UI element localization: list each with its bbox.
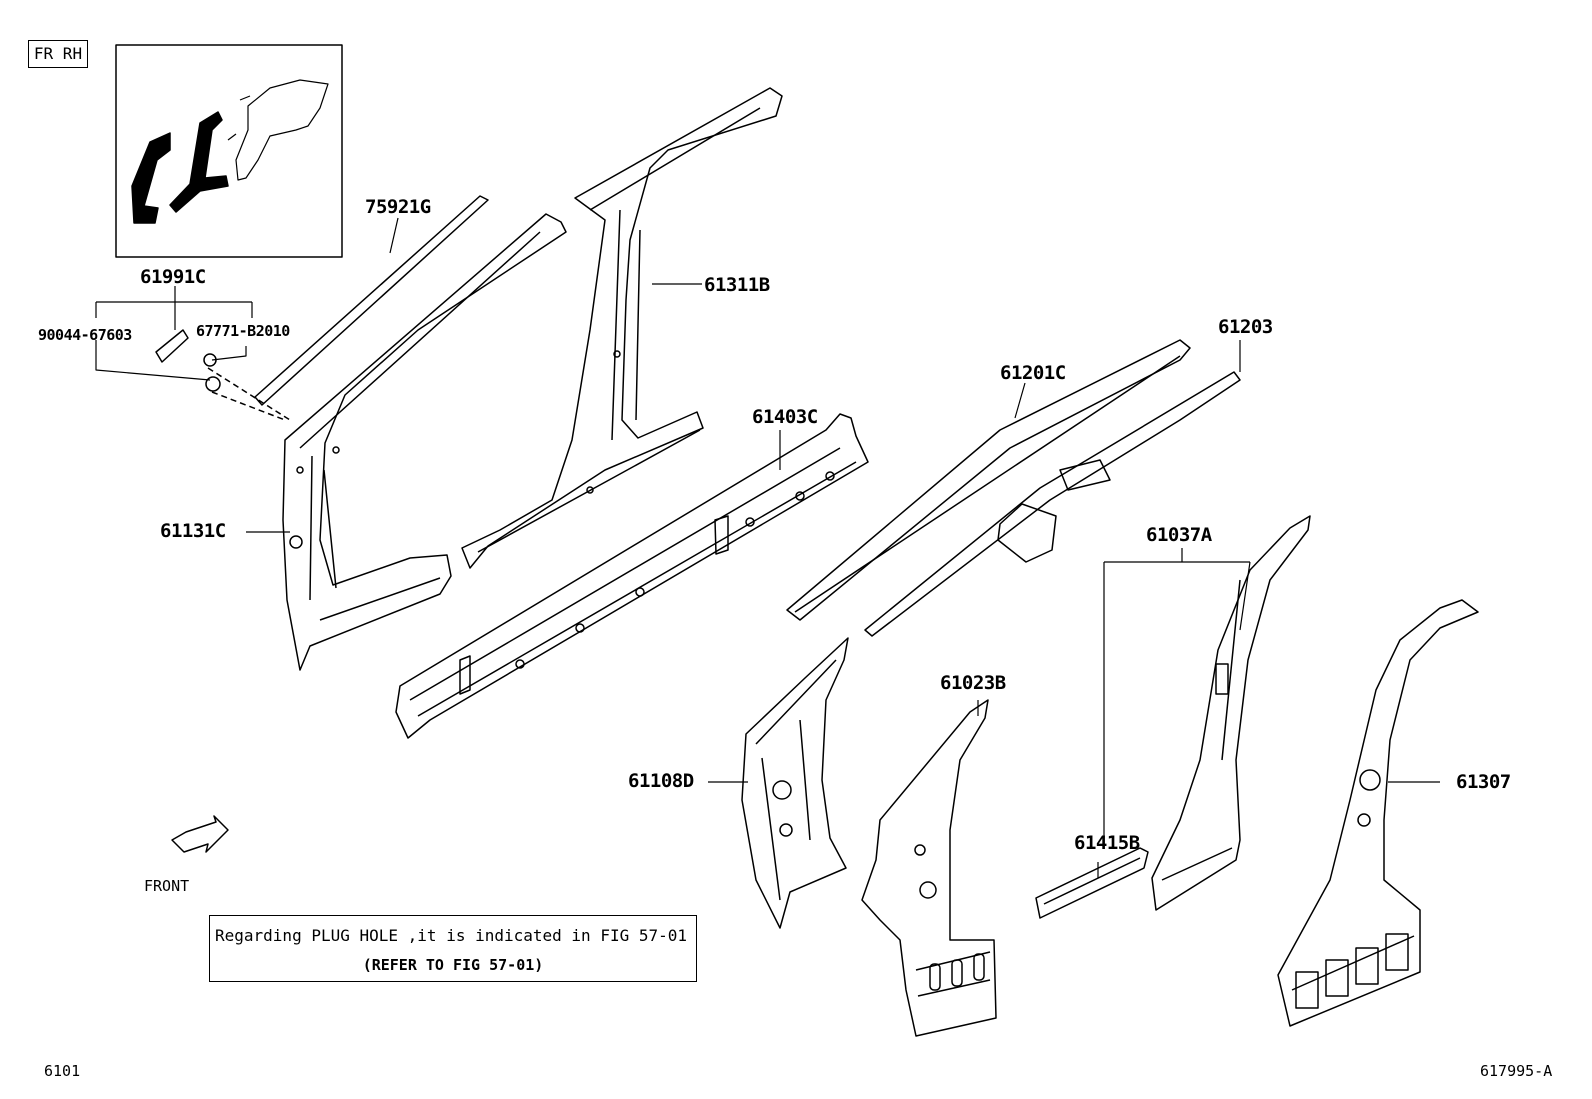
part-label-61037A: 61037A: [1146, 524, 1212, 546]
part-61201C-roof-rail: [786, 339, 1191, 621]
part-label-61403C: 61403C: [752, 406, 818, 428]
part-61203-rail: [864, 371, 1241, 637]
front-arrow-icon: [171, 815, 229, 853]
part-61131C-front-pillar: [282, 213, 567, 671]
part-61023B-center-pillar: [861, 699, 997, 1037]
footer-right-code: 617995-A: [1480, 1062, 1553, 1080]
part-label-61311B: 61311B: [704, 274, 770, 296]
leader-lines: [95, 217, 1440, 878]
footer-left-code: 6101: [44, 1062, 81, 1080]
part-75921G-molding: [254, 195, 489, 406]
part-61108D-panel: [741, 637, 849, 929]
part-label-61023B: 61023B: [940, 672, 1006, 694]
part-label-61131C: 61131C: [160, 520, 226, 542]
part-label-61108D: 61108D: [628, 770, 694, 792]
part-label-75921G: 75921G: [365, 196, 431, 218]
part-label-61203: 61203: [1218, 316, 1273, 338]
note-line-1: Regarding PLUG HOLE ,it is indicated in …: [215, 926, 688, 945]
part-label-67771: 67771-B2010: [196, 322, 290, 340]
part-61415B-member: [1035, 847, 1149, 919]
part-61037A-pillar: [1151, 515, 1311, 911]
front-label: FRONT: [144, 877, 190, 895]
part-61991C-bracket: [155, 329, 291, 421]
plug-hole-note: Regarding PLUG HOLE ,it is indicated in …: [209, 915, 697, 982]
part-label-61307: 61307: [1456, 771, 1511, 793]
part-label-61415B: 61415B: [1074, 832, 1140, 854]
part-61403C-rocker: [395, 413, 869, 739]
note-line-2: (REFER TO FIG 57-01): [362, 956, 544, 974]
part-label-90044: 90044-67603: [38, 326, 132, 344]
part-61311B-rear-pillar: [461, 87, 783, 569]
part-label-61991C: 61991C: [140, 266, 206, 288]
part-label-61201C: 61201C: [1000, 362, 1066, 384]
part-61307-pillar: [1277, 599, 1479, 1027]
inset-body-side-view: [115, 44, 343, 258]
corner-tag: FR RH: [28, 40, 88, 68]
